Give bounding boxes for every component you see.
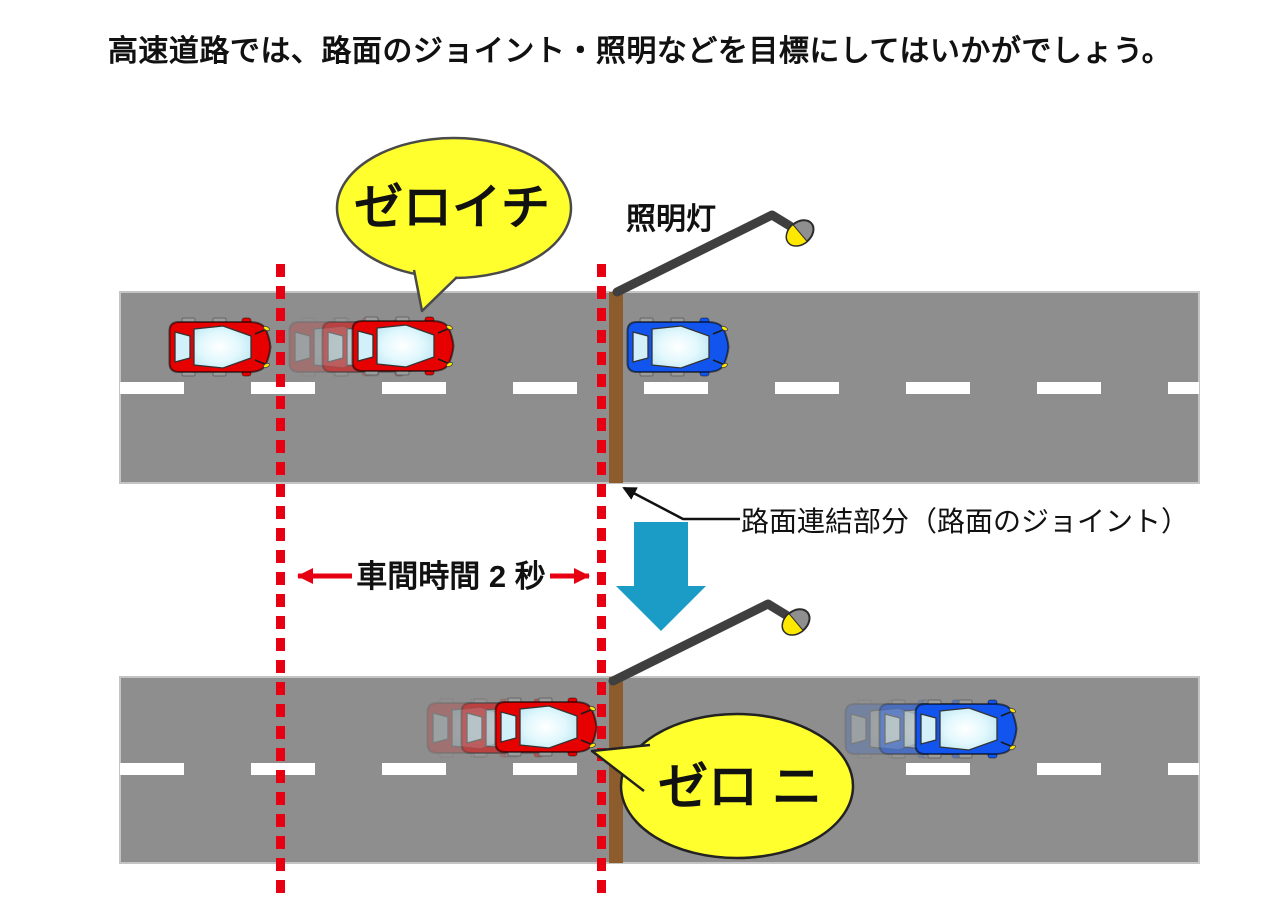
bubble-zero-ni-label: ゼロ ニ	[658, 759, 822, 815]
road-joint-upper	[609, 292, 623, 483]
gap-time-label: 車間時間 2 秒	[356, 559, 545, 594]
red-car-lower	[494, 697, 598, 757]
blue-car-upper	[626, 317, 730, 377]
bubble-zero-ni-shape	[619, 712, 855, 860]
red-car-rear	[168, 317, 272, 377]
lane-marking-upper	[120, 382, 1199, 394]
bubble-zero-ichi-tail	[412, 269, 458, 313]
speech-bubble-zero-ichi: ゼロイチ	[335, 136, 573, 313]
joint-pointer-arrow	[622, 486, 740, 521]
red-car-front	[351, 316, 455, 376]
page-title: 高速道路では、路面のジョイント・照明などを目標にしてはいかがでしょう。	[107, 35, 1173, 68]
down-arrow-icon	[616, 522, 706, 631]
speech-bubble-zero-ni: ゼロ ニ	[590, 712, 855, 860]
bubble-zero-ichi-label: ゼロイチ	[354, 181, 550, 235]
joint-label: 路面連結部分（路面のジョイント）	[741, 506, 1189, 537]
red-dotted-line-left	[276, 264, 285, 898]
blue-car-lower	[914, 699, 1018, 759]
streetlight-label: 照明灯	[626, 203, 716, 236]
red-dotted-line-right	[597, 264, 606, 898]
bubble-zero-ni-tail	[590, 743, 651, 792]
streetlight-icon-lower	[613, 604, 815, 681]
